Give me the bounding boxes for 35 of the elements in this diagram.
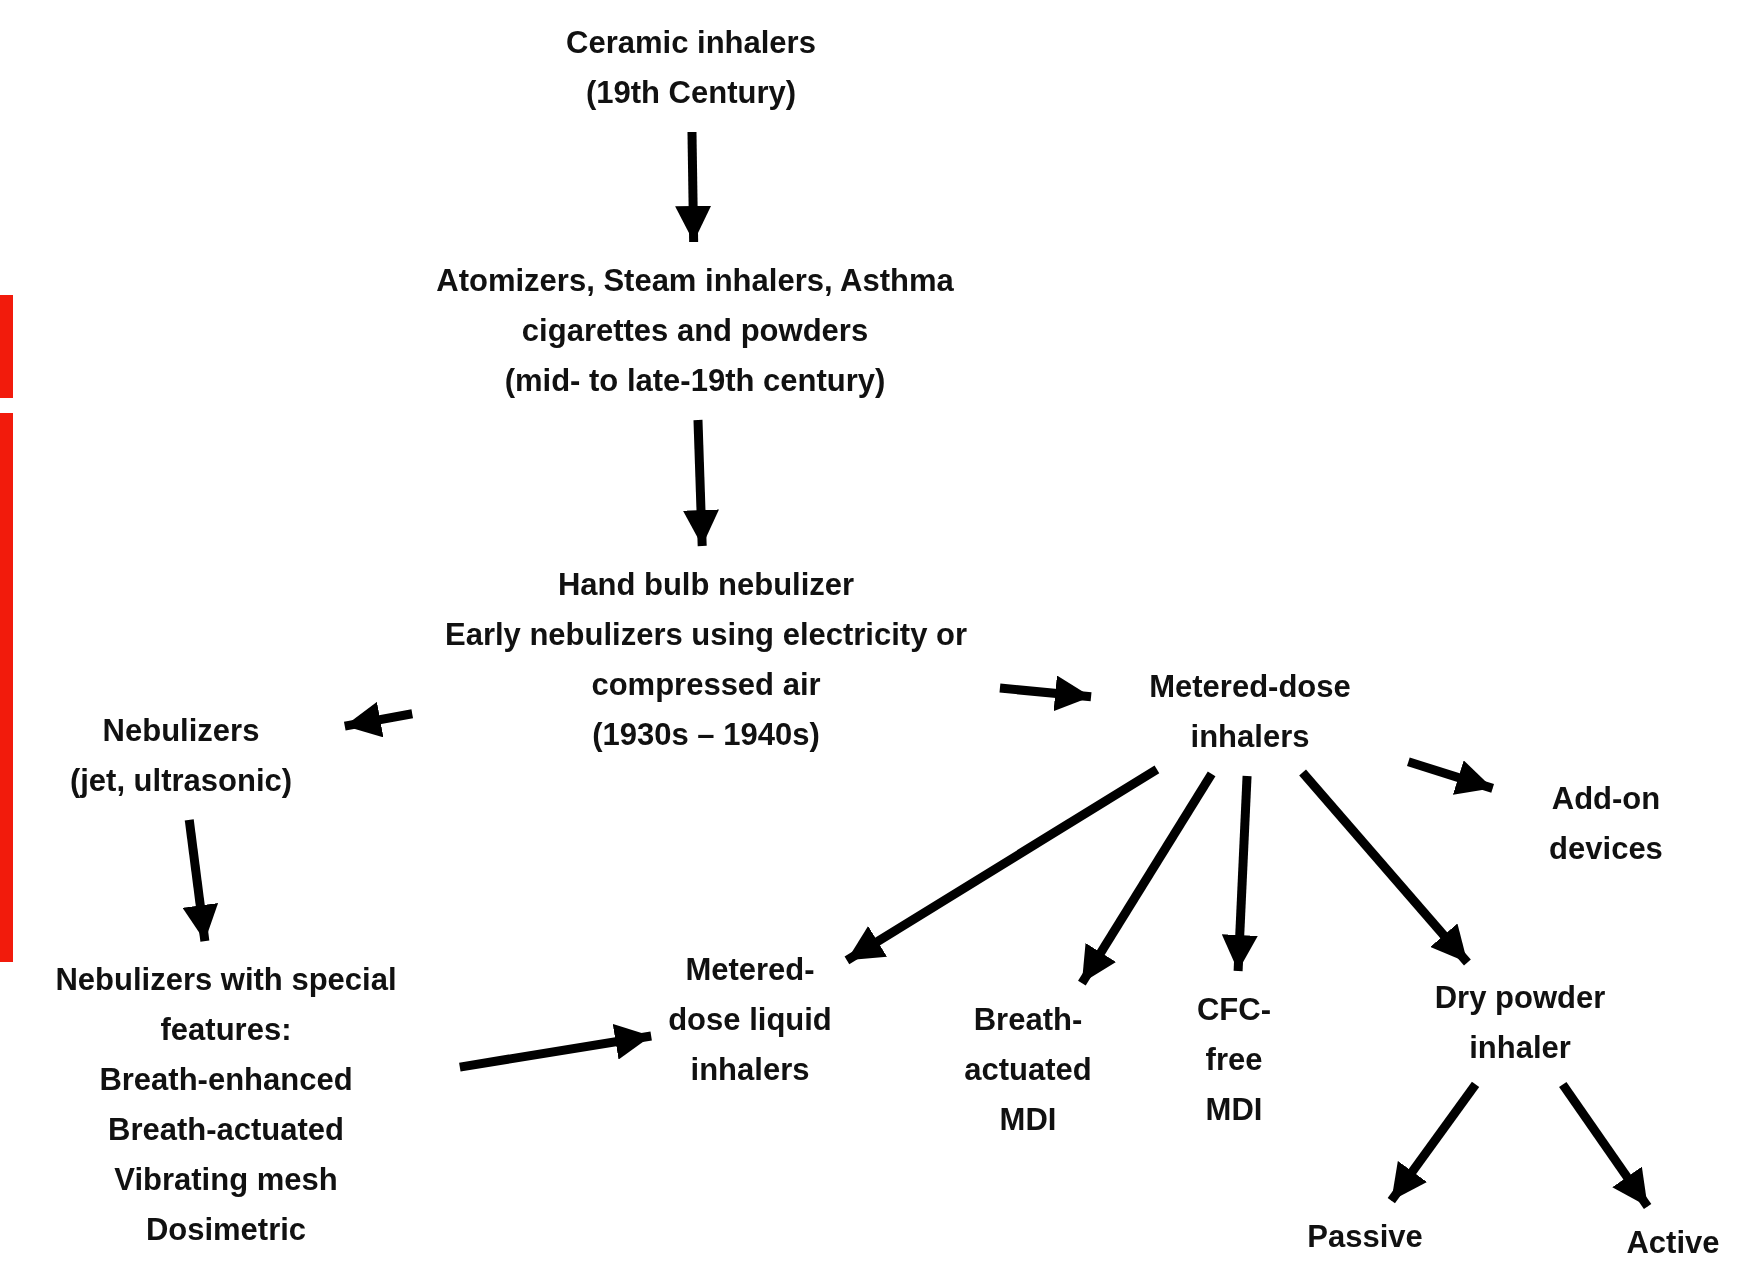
node-label: Dry powder inhaler — [1433, 979, 1607, 1067]
node-label: Early nebulizers using electricity or compressed air — [444, 616, 968, 704]
node-label: (1930s – 1940s) — [591, 716, 821, 754]
node-label: Ceramic inhalers — [565, 24, 817, 62]
node-label: Metered-dose inhalers — [1148, 668, 1352, 756]
node-label: (mid- to late-19th century) — [503, 362, 887, 400]
node-label: (jet, ultrasonic) — [68, 762, 294, 800]
arrow — [999, 675, 1092, 712]
node-label: Hand bulb nebulizer — [556, 566, 856, 604]
node-label: Nebulizers with special features: — [54, 961, 398, 1049]
node-label: Add-on devices — [1548, 780, 1664, 868]
arrow — [675, 131, 712, 243]
arrow — [1221, 775, 1258, 972]
node-label: Metered-dose liquid inhalers — [667, 951, 833, 1089]
arrow — [343, 701, 414, 738]
arrow — [844, 765, 1160, 965]
node-label: Vibrating mesh — [113, 1161, 339, 1199]
node-label: Atomizers, Steam inhalers, Asthma cigarettes and powders — [435, 262, 955, 350]
arrow — [1407, 757, 1494, 795]
arrow — [1559, 1081, 1652, 1210]
node-label: Nebulizers — [101, 712, 261, 750]
node-label: Dosimetric — [144, 1211, 308, 1249]
node-label: Passive — [1306, 1218, 1424, 1256]
node-label: Breath-actuated MDI — [963, 1001, 1093, 1139]
node-label: CFC-free MDI — [1195, 991, 1272, 1129]
arrow — [459, 1024, 652, 1072]
arrow — [182, 819, 219, 942]
node-label: Active — [1625, 1224, 1721, 1262]
node-label: Breath-enhanced — [98, 1061, 354, 1099]
arrow — [1078, 771, 1216, 986]
arrow — [1299, 769, 1471, 966]
arrow — [1387, 1081, 1480, 1204]
node-label: Breath-actuated — [107, 1111, 345, 1149]
arrow — [683, 419, 719, 547]
node-label: (19th Century) — [584, 74, 798, 112]
